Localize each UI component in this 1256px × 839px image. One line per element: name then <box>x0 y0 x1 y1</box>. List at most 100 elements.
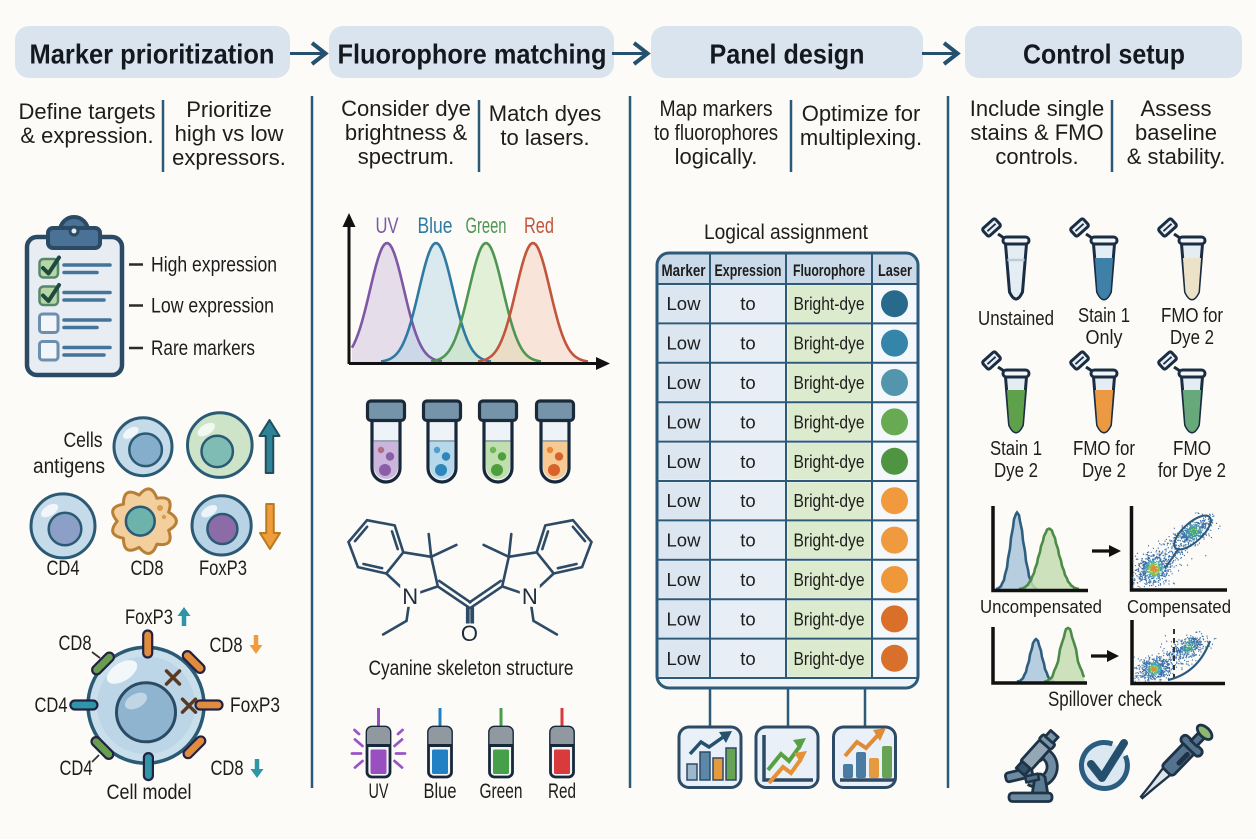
svg-text:to: to <box>740 648 755 669</box>
svg-text:Cell model: Cell model <box>107 780 192 804</box>
svg-text:FoxP3: FoxP3 <box>199 556 247 580</box>
svg-text:to: to <box>740 569 755 590</box>
svg-text:antigens: antigens <box>33 454 105 478</box>
svg-text:Consider dye: Consider dye <box>341 96 471 121</box>
svg-text:Bright-dye: Bright-dye <box>794 411 865 432</box>
svg-text:FMO: FMO <box>1173 438 1211 460</box>
svg-text:to: to <box>740 333 755 354</box>
svg-text:Stain 1: Stain 1 <box>1078 305 1130 327</box>
svg-text:Marker prioritization: Marker prioritization <box>30 39 275 70</box>
svg-text:stains & FMO: stains & FMO <box>970 120 1103 145</box>
svg-text:Expression: Expression <box>715 261 782 280</box>
svg-text:to fluorophores: to fluorophores <box>654 120 778 145</box>
svg-text:Logical assignment: Logical assignment <box>704 221 868 244</box>
svg-text:Dye 2: Dye 2 <box>1170 327 1214 349</box>
svg-text:High expression: High expression <box>151 254 277 277</box>
svg-text:Panel design: Panel design <box>710 39 865 70</box>
svg-text:high vs low: high vs low <box>175 121 284 146</box>
svg-text:brightness &: brightness & <box>345 120 468 145</box>
svg-text:Dye 2: Dye 2 <box>1082 460 1126 482</box>
svg-text:Low: Low <box>667 648 702 669</box>
svg-text:Match dyes: Match dyes <box>489 101 602 126</box>
svg-text:CD8: CD8 <box>210 633 243 657</box>
svg-text:to: to <box>740 451 755 472</box>
svg-text:FMO for: FMO for <box>1073 438 1135 460</box>
svg-text:Optimize for: Optimize for <box>802 101 921 126</box>
svg-text:Rare markers: Rare markers <box>151 337 255 360</box>
svg-text:to: to <box>740 490 755 511</box>
svg-text:FoxP3: FoxP3 <box>230 693 280 717</box>
svg-text:Bright-dye: Bright-dye <box>794 608 865 629</box>
svg-text:Define targets: Define targets <box>19 99 156 124</box>
svg-text:Prioritize: Prioritize <box>186 97 272 122</box>
svg-text:Fluorophore: Fluorophore <box>793 261 865 280</box>
svg-text:O: O <box>461 621 478 646</box>
svg-text:FMO for: FMO for <box>1161 305 1223 327</box>
svg-text:to: to <box>740 608 755 629</box>
svg-text:spectrum.: spectrum. <box>358 144 455 169</box>
svg-text:CD4: CD4 <box>35 693 68 717</box>
svg-text:to: to <box>740 372 755 393</box>
svg-text:Bright-dye: Bright-dye <box>794 490 865 511</box>
svg-text:Uncompensated: Uncompensated <box>980 596 1102 617</box>
svg-text:Dye 2: Dye 2 <box>994 460 1038 482</box>
svg-text:CD4: CD4 <box>60 756 93 780</box>
svg-text:Bright-dye: Bright-dye <box>794 530 865 551</box>
svg-text:baseline: baseline <box>1135 120 1217 145</box>
svg-text:Marker: Marker <box>662 261 706 280</box>
svg-text:CD4: CD4 <box>47 556 80 580</box>
svg-text:UV: UV <box>376 213 399 238</box>
svg-text:to: to <box>740 293 755 314</box>
svg-text:Low: Low <box>667 333 702 354</box>
svg-text:Red: Red <box>548 780 576 803</box>
svg-text:Blue: Blue <box>418 213 453 238</box>
svg-text:Fluorophore matching: Fluorophore matching <box>338 39 607 70</box>
svg-text:& expression.: & expression. <box>20 123 153 148</box>
svg-text:Bright-dye: Bright-dye <box>794 372 865 393</box>
svg-text:Only: Only <box>1086 327 1123 349</box>
svg-text:Spillover check: Spillover check <box>1048 688 1162 711</box>
svg-text:UV: UV <box>369 780 389 803</box>
svg-text:to lasers.: to lasers. <box>500 125 589 150</box>
svg-text:Low: Low <box>667 411 702 432</box>
svg-text:Blue: Blue <box>424 780 457 803</box>
svg-text:Green: Green <box>480 780 523 803</box>
svg-text:Low: Low <box>667 569 702 590</box>
svg-text:Low: Low <box>667 451 702 472</box>
svg-text:Low expression: Low expression <box>151 295 274 318</box>
svg-text:to: to <box>740 530 755 551</box>
svg-text:to: to <box>740 411 755 432</box>
svg-text:Low: Low <box>667 530 702 551</box>
svg-text:& stability.: & stability. <box>1127 144 1226 169</box>
svg-text:for Dye 2: for Dye 2 <box>1158 460 1226 482</box>
svg-text:Red: Red <box>524 213 554 238</box>
svg-text:Map markers: Map markers <box>660 96 773 121</box>
svg-text:Low: Low <box>667 490 702 511</box>
svg-text:Control setup: Control setup <box>1023 39 1185 70</box>
svg-text:Unstained: Unstained <box>978 308 1054 330</box>
svg-text:Bright-dye: Bright-dye <box>794 569 865 590</box>
svg-text:N: N <box>402 584 418 609</box>
svg-text:N: N <box>522 584 538 609</box>
svg-text:CD8: CD8 <box>131 556 164 580</box>
svg-text:expressors.: expressors. <box>172 145 286 170</box>
svg-text:Stain 1: Stain 1 <box>990 438 1042 460</box>
svg-text:Low: Low <box>667 372 702 393</box>
svg-text:Low: Low <box>667 293 702 314</box>
svg-text:Include single: Include single <box>970 96 1105 121</box>
svg-text:Green: Green <box>466 213 507 238</box>
svg-text:Bright-dye: Bright-dye <box>794 451 865 472</box>
svg-text:Assess: Assess <box>1141 96 1212 121</box>
svg-text:controls.: controls. <box>995 144 1078 169</box>
svg-text:Cyanine skeleton structure: Cyanine skeleton structure <box>369 657 574 680</box>
svg-text:Bright-dye: Bright-dye <box>794 648 865 669</box>
svg-text:Cells: Cells <box>64 428 103 452</box>
svg-text:Bright-dye: Bright-dye <box>794 333 865 354</box>
svg-text:Laser: Laser <box>878 261 912 280</box>
svg-text:Low: Low <box>667 608 702 629</box>
svg-text:CD8: CD8 <box>59 631 92 655</box>
svg-text:Compensated: Compensated <box>1127 596 1231 617</box>
svg-text:multiplexing.: multiplexing. <box>800 125 922 150</box>
svg-text:Bright-dye: Bright-dye <box>794 293 865 314</box>
svg-text:logically.: logically. <box>675 144 758 169</box>
